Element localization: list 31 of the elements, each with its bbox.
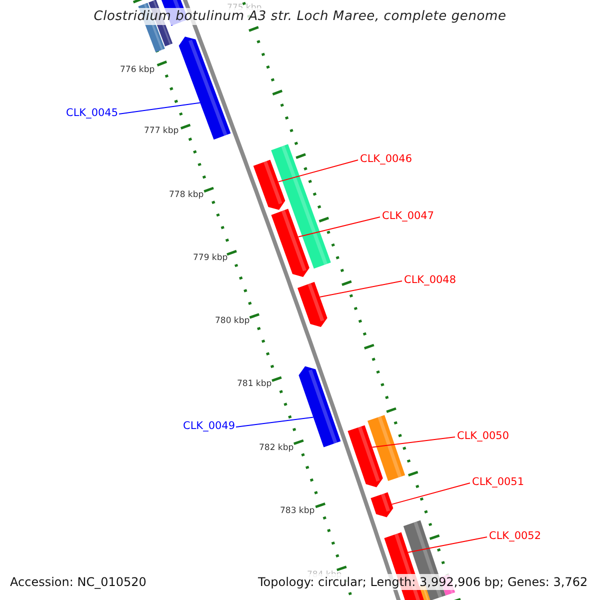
tick-label: 781 kbp	[237, 379, 272, 389]
tick-label: 778 kbp	[169, 190, 204, 200]
leader-line	[298, 216, 380, 238]
tick-label: 776 kbp	[120, 65, 155, 75]
gene-label: CLK_0047	[382, 210, 434, 222]
leader-line	[236, 416, 314, 428]
gene-label: CLK_0045	[66, 107, 118, 119]
tick-label: 779 kbp	[193, 253, 228, 263]
tick-label: 782 kbp	[259, 443, 294, 453]
gene-block	[178, 36, 231, 140]
gene-label: CLK_0049	[183, 420, 236, 432]
gene-label: CLK_0051	[472, 476, 524, 488]
gene-block	[298, 282, 328, 327]
gene-label: CLK_0050	[457, 430, 510, 442]
gene-label: CLK_0052	[489, 530, 542, 542]
leader-line	[372, 436, 456, 448]
gene-block	[271, 208, 310, 277]
gene-block	[370, 492, 394, 518]
gene-block	[253, 160, 286, 210]
accession-text: Accession: NC_010520	[8, 574, 148, 590]
leader-line	[278, 160, 358, 182]
leader-line	[319, 280, 402, 298]
gene-label: CLK_0048	[404, 274, 456, 286]
leader-line	[408, 536, 488, 553]
leader-line	[391, 482, 470, 505]
gene-block	[298, 366, 341, 448]
tick-label: 780 kbp	[215, 316, 250, 326]
gene-label: CLK_0046	[360, 153, 412, 165]
tick-label: 783 kbp	[280, 506, 315, 516]
gene-block	[348, 425, 383, 488]
leader-line	[118, 102, 201, 114]
